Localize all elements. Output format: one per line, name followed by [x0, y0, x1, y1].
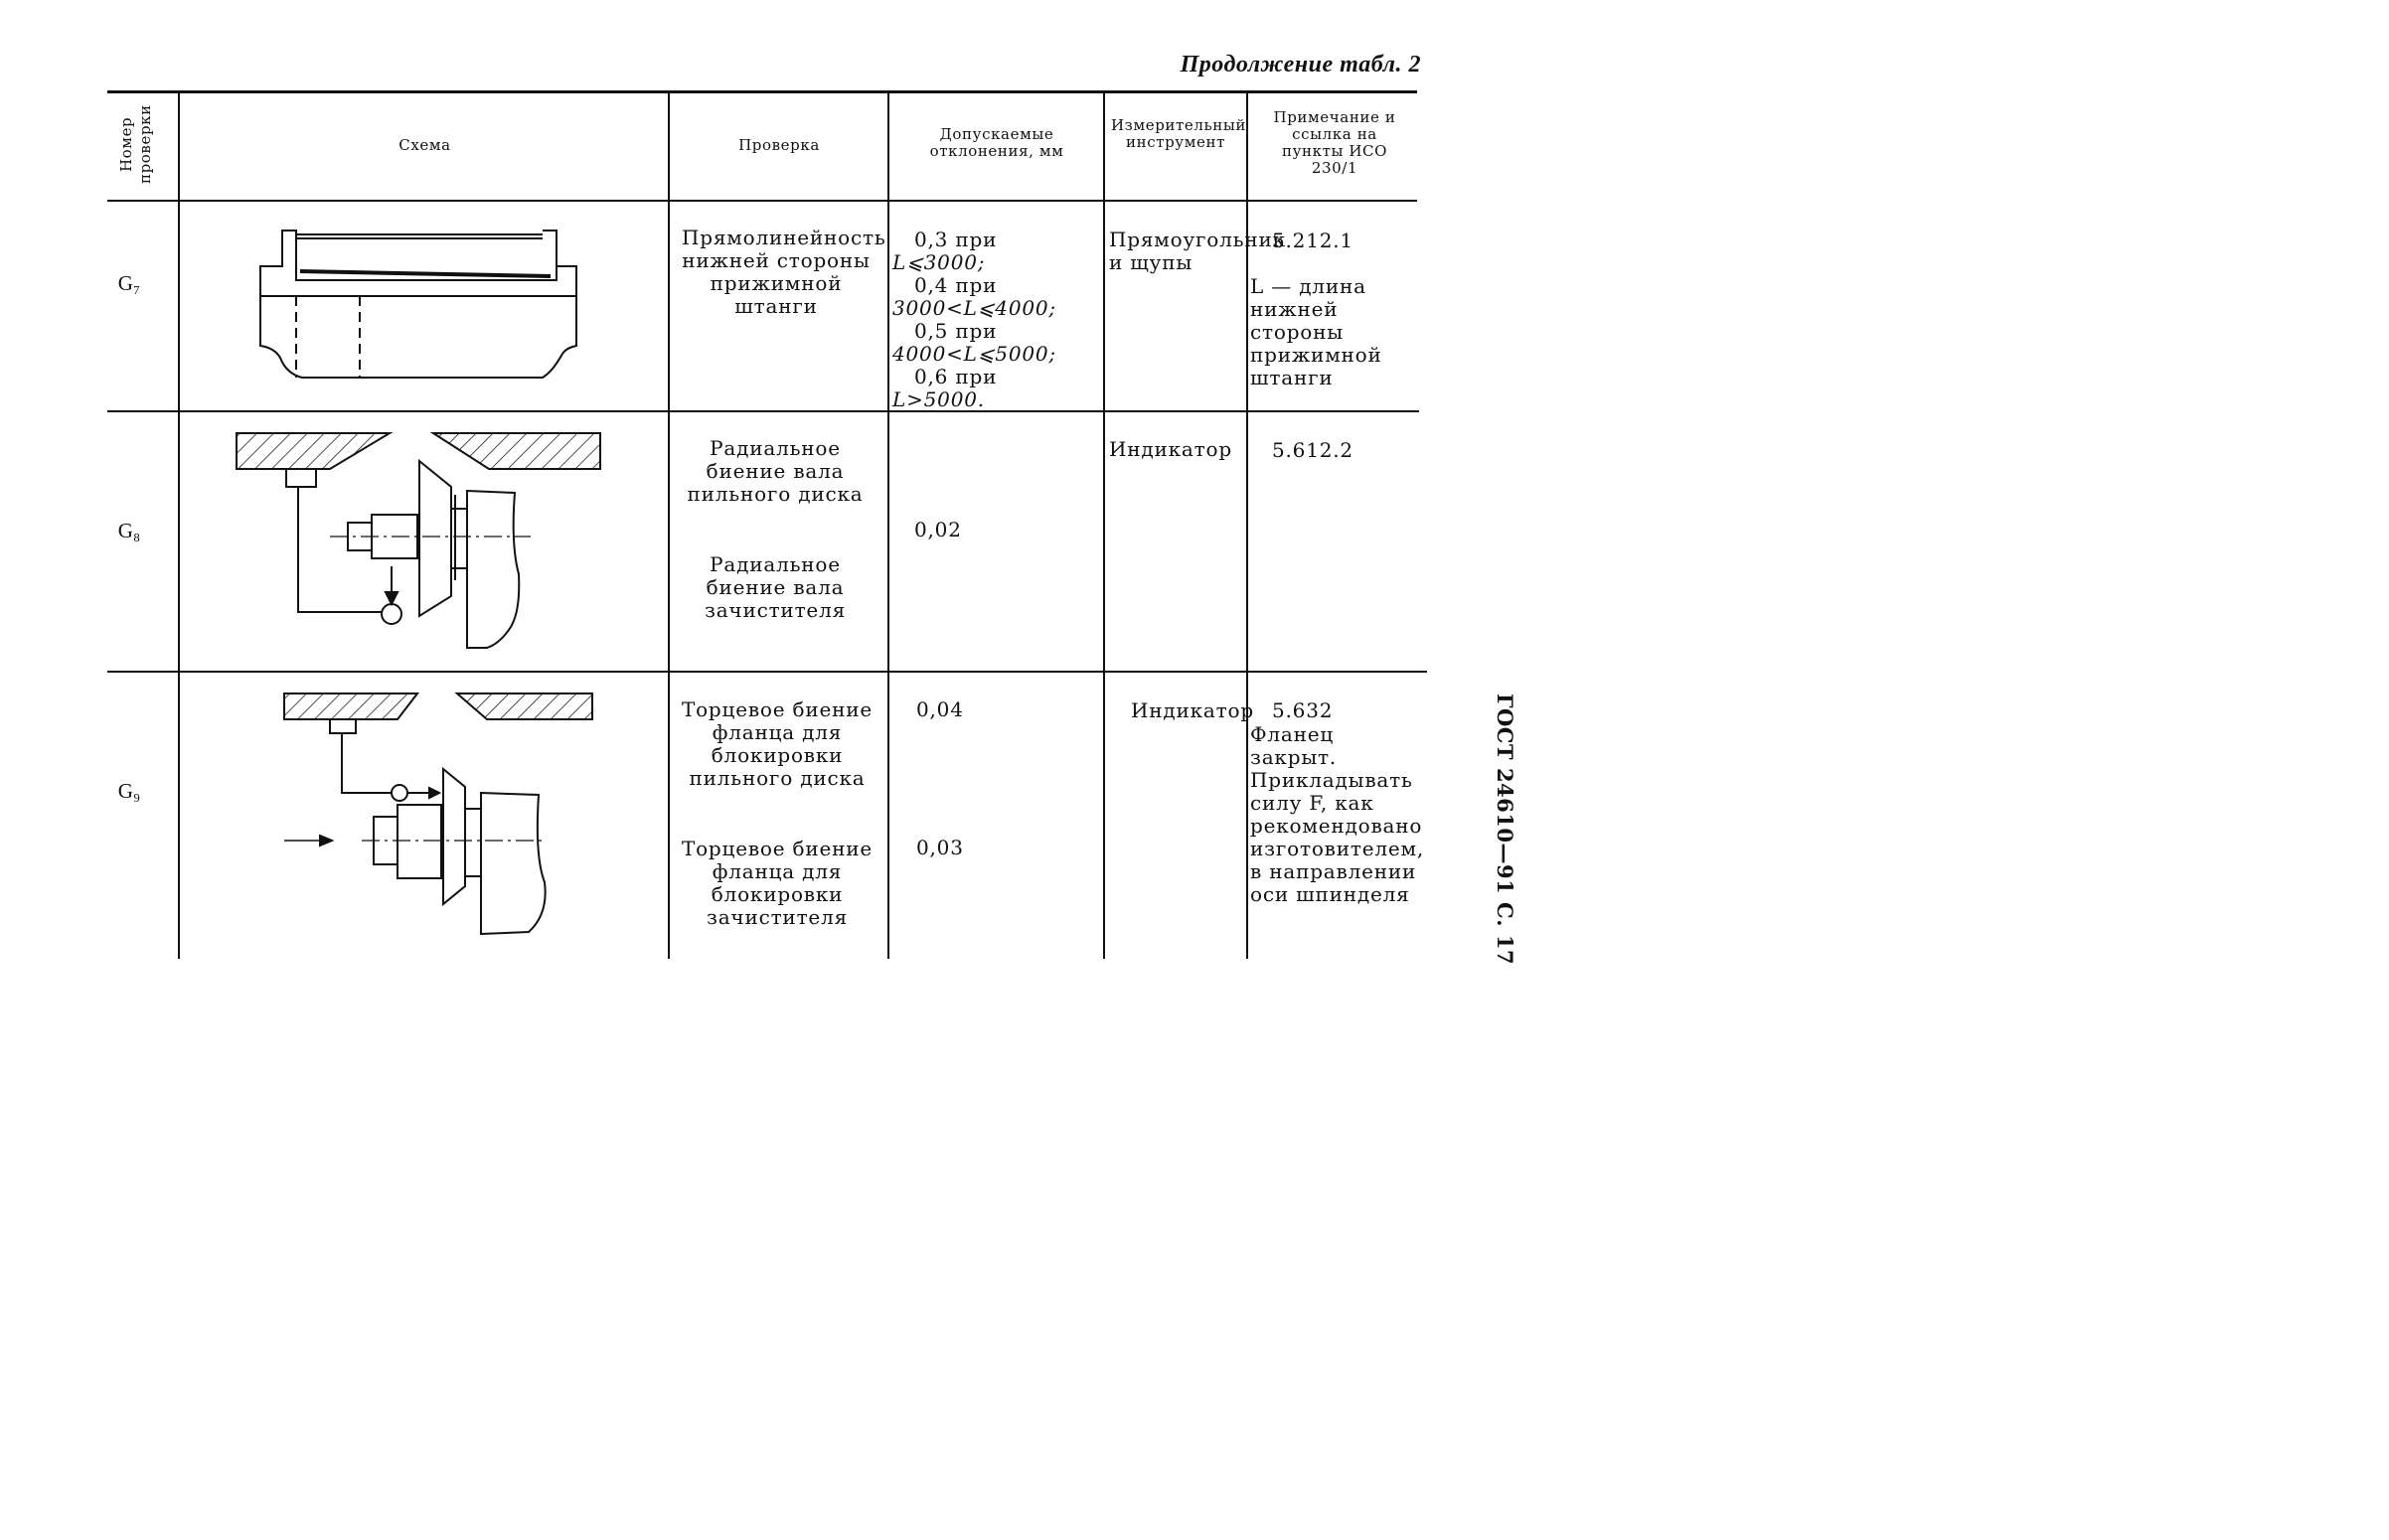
tolerance-g7-cond-4: L>5000.: [892, 387, 985, 411]
instrument-g8: Индикатор: [1109, 437, 1232, 461]
header-instrument: Измерительный инструмент: [1111, 116, 1247, 151]
note-text-g9: Фланец закрыт. Прикладывать силу F, как …: [1250, 722, 1425, 906]
tolerance-g7-value-4: 0,6 при: [914, 365, 998, 388]
header-number: Номер проверки: [117, 104, 154, 184]
check-g9-scorer-flange: Торцевое биение фланца для блокировки за…: [681, 837, 874, 929]
note-ref-g8: 5.612.2: [1272, 438, 1354, 462]
standard-page-id: ГОСТ 24610—91 С. 17: [1493, 693, 1517, 966]
note-ref-g7: 5.212.1: [1272, 229, 1354, 252]
tolerance-g7-cond-1: L⩽3000;: [892, 250, 986, 274]
instrument-g9: Индикатор: [1131, 698, 1254, 722]
header-note: Примечание и ссылка на пункты ИСО 230/1: [1273, 108, 1396, 177]
tolerance-g7-cond-2: 3000<L⩽4000;: [892, 296, 1056, 320]
tolerance-g7-value-3: 0,5 при: [914, 319, 998, 343]
table-continuation-title: Продолжение табл. 2: [1180, 52, 1421, 77]
header-tolerance: Допускаемые отклонения, мм: [929, 125, 1064, 160]
header-scheme: Схема: [398, 136, 451, 154]
note-text-g7: L — длина нижней стороны прижимной штанг…: [1250, 274, 1382, 389]
check-g9-saw-flange: Торцевое биение фланца для блокировки пи…: [681, 697, 874, 790]
check-g8-saw-shaft: Радиальное биение вала пильного диска: [687, 436, 864, 506]
row-id-g9: G₉: [117, 779, 141, 803]
tolerance-g9-scorer: 0,03: [916, 836, 964, 859]
tolerance-g7-value-2: 0,4 при: [914, 273, 998, 297]
tolerance-g7-cond-3: 4000<L⩽5000;: [892, 342, 1056, 366]
scheme-g7-diagram: [259, 230, 577, 379]
check-g8-scorer-shaft: Радиальное биение вала зачистителя: [704, 552, 846, 622]
instrument-g7: Прямоугольник и щупы: [1109, 228, 1286, 274]
tolerance-g8: 0,02: [914, 518, 962, 541]
tolerance-g7: 0,3 при L⩽3000; 0,4 при 3000<L⩽4000; 0,5…: [892, 229, 1096, 411]
note-ref-g9: 5.632: [1272, 698, 1334, 722]
scheme-g8-diagram: [236, 432, 601, 649]
row-id-g8: G₈: [117, 519, 141, 542]
header-check: Проверка: [738, 136, 820, 154]
row-id-g7: G₇: [117, 271, 141, 295]
scheme-g9-diagram: [283, 693, 593, 936]
tolerance-g9-saw: 0,04: [916, 697, 964, 721]
check-g7: Прямолинейность нижней стороны прижимной…: [682, 226, 886, 318]
tolerance-g7-value-1: 0,3 при: [914, 228, 998, 251]
